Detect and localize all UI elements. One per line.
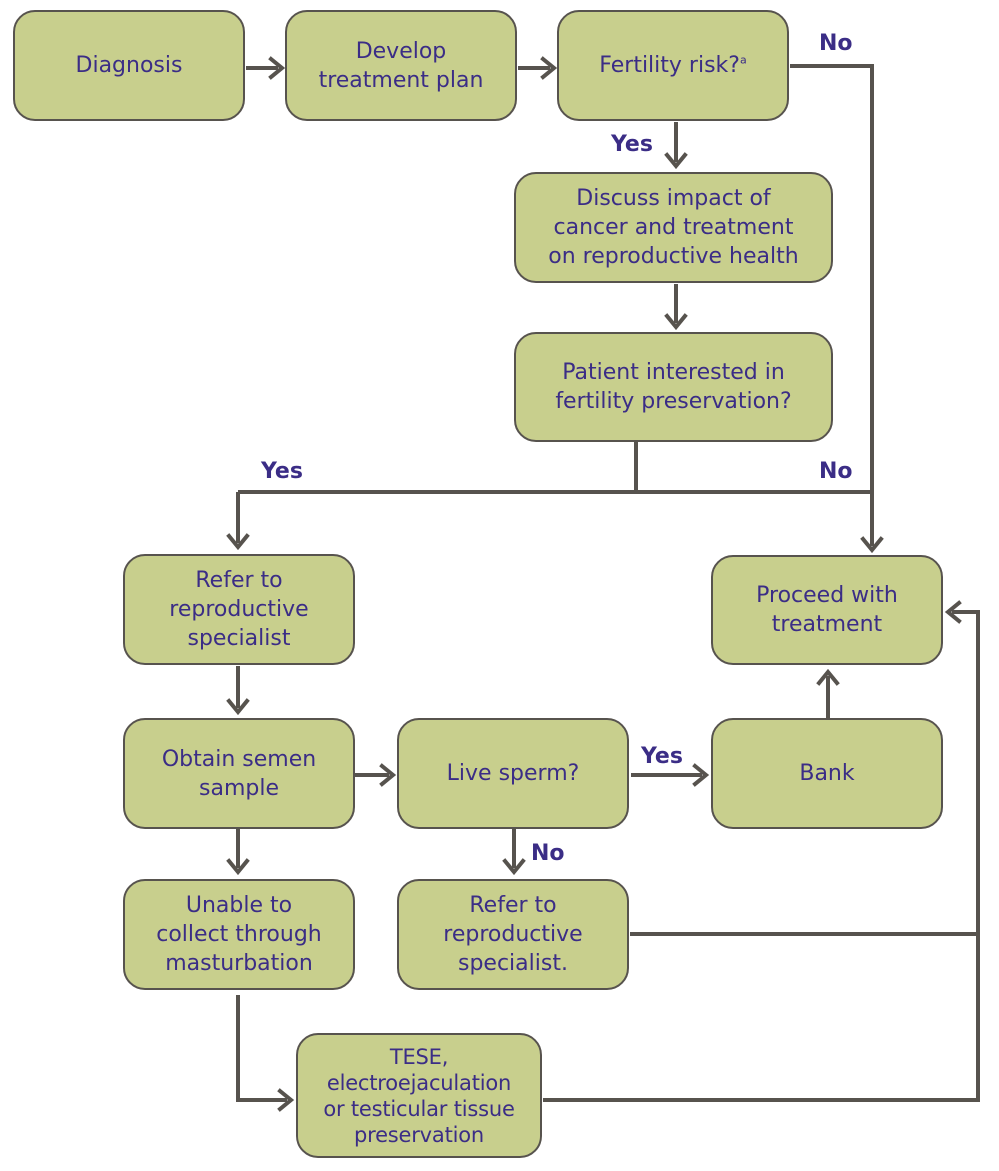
arrowhead-unable — [226, 858, 250, 876]
arrowhead-live — [379, 763, 397, 787]
node-live-sperm-label: Live sperm? — [446, 761, 580, 786]
node-diagnosis: Diagnosis — [13, 10, 245, 121]
arrowhead-refer2 — [502, 858, 526, 876]
node-refer-reproductive-specialist: Refer to reproductive specialist — [123, 554, 355, 665]
node-refer-reproductive-specialist-2-label: Refer to reproductive specialist. — [443, 893, 583, 976]
node-unable-to-collect-label: Unable to collect through masturbation — [156, 893, 322, 976]
label-risk-no: No — [819, 31, 853, 56]
arrowhead-interested — [664, 313, 688, 331]
arrowhead-refer — [226, 533, 250, 551]
node-develop-treatment-plan: Develop treatment plan — [285, 10, 517, 121]
node-tese: TESE, electroejaculation or testicular t… — [296, 1033, 542, 1158]
node-live-sperm: Live sperm? — [397, 718, 629, 829]
node-patient-interested: Patient interested in fertility preserva… — [514, 332, 833, 442]
node-unable-to-collect: Unable to collect through masturbation — [123, 879, 355, 990]
fertility-risk-text: Fertility risk? — [599, 53, 740, 78]
arrowhead-obtain — [226, 698, 250, 716]
label-interested-no: No — [819, 459, 853, 484]
node-bank-label: Bank — [799, 761, 855, 786]
node-diagnosis-label: Diagnosis — [75, 53, 183, 78]
arrowhead-risk — [540, 56, 558, 80]
arrowhead-tese — [277, 1088, 295, 1112]
node-proceed-with-treatment: Proceed with treatment — [711, 555, 943, 665]
node-fertility-risk: Fertility risk?a — [557, 10, 789, 121]
label-sperm-yes: Yes — [641, 744, 683, 769]
node-proceed-with-treatment-label: Proceed with treatment — [756, 583, 898, 637]
arrowhead-proceed-top — [860, 536, 884, 554]
arrowhead-plan — [268, 56, 286, 80]
node-fertility-risk-label: Fertility risk?a — [599, 51, 746, 80]
node-obtain-semen-sample: Obtain semen sample — [123, 718, 355, 829]
node-refer-reproductive-specialist-2: Refer to reproductive specialist. — [397, 879, 629, 990]
node-refer-reproductive-specialist-label: Refer to reproductive specialist — [169, 568, 309, 651]
node-discuss-impact-label: Discuss impact of cancer and treatment o… — [548, 186, 799, 269]
arrowhead-proceed-bottom — [816, 668, 840, 686]
node-discuss-impact: Discuss impact of cancer and treatment o… — [514, 172, 833, 283]
arrowhead-discuss — [664, 152, 688, 170]
label-interested-yes: Yes — [261, 459, 303, 484]
node-tese-label: TESE, electroejaculation or testicular t… — [323, 1044, 515, 1147]
node-develop-treatment-plan-label: Develop treatment plan — [318, 38, 484, 93]
label-risk-yes: Yes — [611, 132, 653, 157]
node-bank: Bank — [711, 718, 943, 829]
label-sperm-no: No — [531, 841, 565, 866]
arrowhead-bank — [692, 763, 710, 787]
arrowhead-proceed-right — [944, 600, 962, 624]
arrow-tese-to-proceed — [543, 610, 980, 1102]
arrow-unable-to-tese — [236, 995, 287, 1102]
arrow-risk-no-to-proceed — [790, 64, 874, 546]
fertility-risk-footnote-marker: a — [739, 53, 747, 67]
node-patient-interested-label: Patient interested in fertility preserva… — [555, 360, 792, 414]
node-obtain-semen-sample-label: Obtain semen sample — [161, 746, 317, 801]
